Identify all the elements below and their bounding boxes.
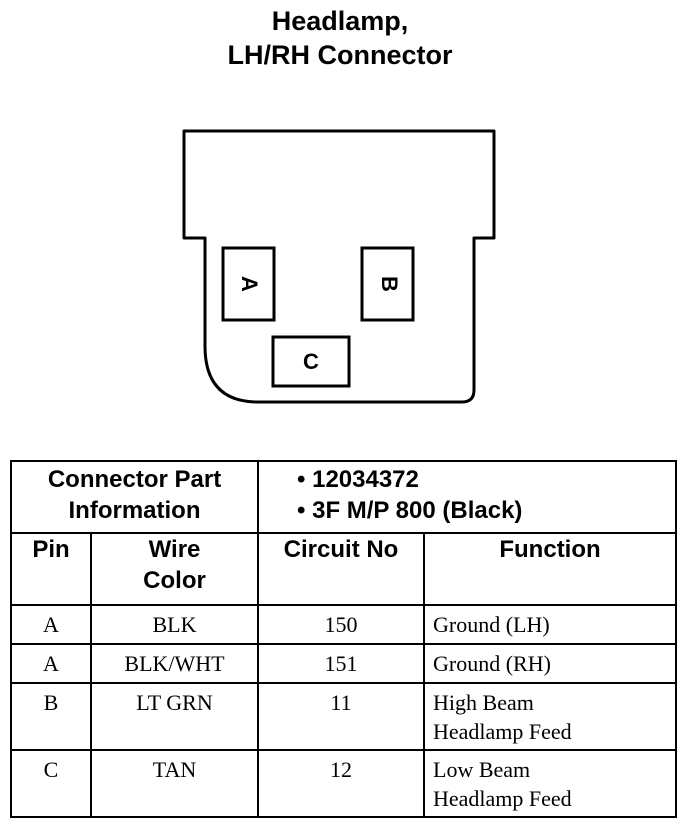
part-number: 12034372 bbox=[297, 464, 675, 495]
part-info-label: Connector Part Information bbox=[9, 460, 260, 534]
circuit-cell: 12 bbox=[257, 749, 426, 818]
table-row: B LT GRN 11 High Beam Headlamp Feed bbox=[10, 682, 678, 751]
wire-color-cell: BLK bbox=[89, 604, 260, 645]
title-line-1: Headlamp, bbox=[271, 6, 409, 36]
table-row: A BLK 150 Ground (LH) bbox=[10, 604, 678, 645]
part-numbers-list: 12034372 3F M/P 800 (Black) bbox=[257, 460, 678, 534]
pin-cell: A bbox=[10, 643, 92, 684]
pin-b-label: B bbox=[377, 276, 402, 292]
pin-cavity-a: A bbox=[221, 246, 276, 322]
pin-cell: C bbox=[10, 749, 92, 818]
pin-c-label: C bbox=[303, 349, 319, 374]
part-info-row: Connector Part Information 12034372 3F M… bbox=[9, 460, 678, 534]
pin-cell: A bbox=[10, 604, 92, 645]
col-header-wire-color: Wire Color bbox=[89, 532, 260, 606]
function-cell: Low Beam Headlamp Feed bbox=[423, 749, 678, 818]
circuit-cell: 151 bbox=[257, 643, 426, 684]
part-description: 3F M/P 800 (Black) bbox=[297, 495, 675, 526]
function-cell: Ground (LH) bbox=[423, 604, 678, 645]
connector-info-table: Connector Part Information 12034372 3F M… bbox=[9, 460, 678, 818]
column-header-row: Pin Wire Color Circuit No Function bbox=[10, 532, 678, 606]
pin-a-label: A bbox=[237, 276, 262, 292]
col-header-function: Function bbox=[423, 532, 678, 606]
connector-housing-outline bbox=[182, 129, 496, 404]
col-header-circuit: Circuit No bbox=[257, 532, 426, 606]
title-line-2: LH/RH Connector bbox=[227, 40, 453, 70]
connector-face-drawing: A B C bbox=[182, 129, 496, 404]
table-row: C TAN 12 Low Beam Headlamp Feed bbox=[10, 749, 678, 818]
function-cell: High Beam Headlamp Feed bbox=[423, 682, 678, 751]
wire-color-cell: LT GRN bbox=[89, 682, 260, 751]
pin-cavity-c: C bbox=[271, 335, 351, 388]
function-cell: Ground (RH) bbox=[423, 643, 678, 684]
circuit-cell: 11 bbox=[257, 682, 426, 751]
wire-color-cell: BLK/WHT bbox=[89, 643, 260, 684]
circuit-cell: 150 bbox=[257, 604, 426, 645]
wire-color-cell: TAN bbox=[89, 749, 260, 818]
pin-cell: B bbox=[10, 682, 92, 751]
diagram-title: Headlamp, LH/RH Connector bbox=[0, 4, 680, 72]
col-header-pin: Pin bbox=[10, 532, 92, 606]
pin-cavity-b: B bbox=[360, 246, 415, 322]
table-row: A BLK/WHT 151 Ground (RH) bbox=[10, 643, 678, 684]
